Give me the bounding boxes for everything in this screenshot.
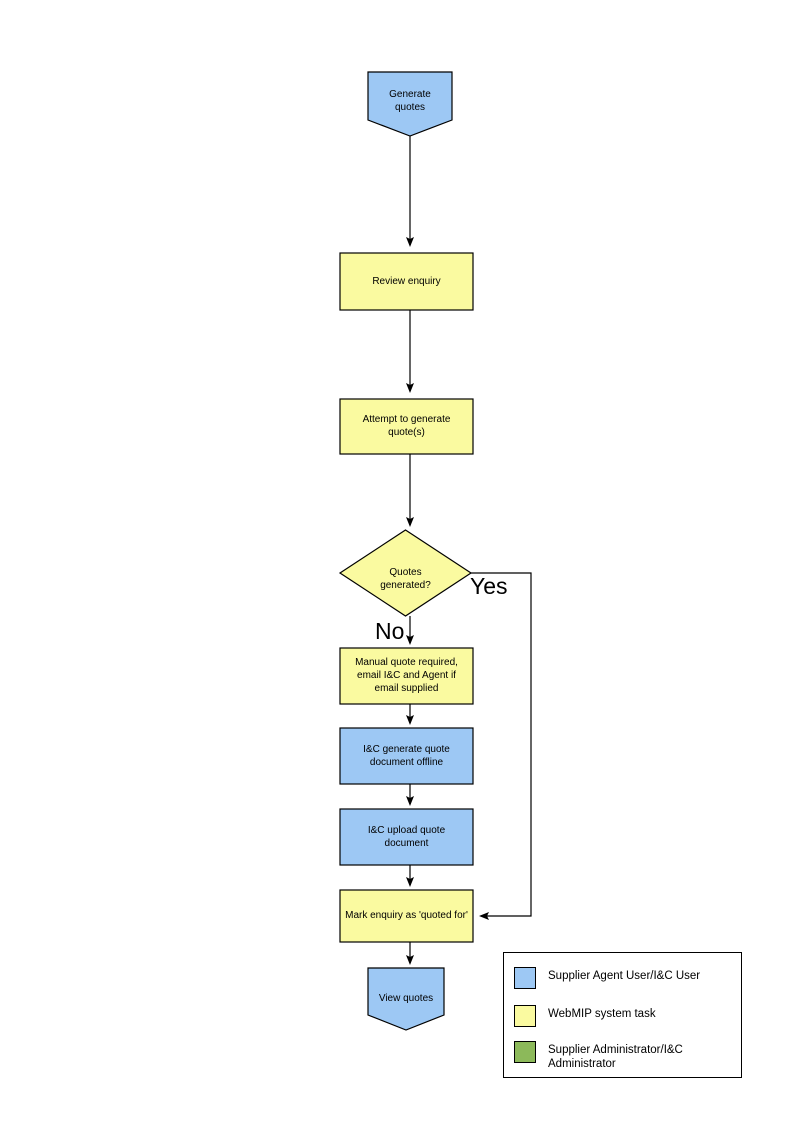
- node-ic-upload-quote-document[interactable]: [339, 808, 474, 866]
- legend-item-supplier-agent-user: Supplier Agent User/I&C User: [514, 967, 700, 989]
- node-mark-enquiry-quoted-for[interactable]: [339, 889, 474, 943]
- edge-label-no: No: [375, 618, 405, 644]
- node-attempt-generate-quote[interactable]: [339, 398, 474, 455]
- legend-label-supplier-agent-user: Supplier Agent User/I&C User: [548, 970, 701, 982]
- legend-swatch-green-icon: [514, 1041, 536, 1063]
- legend-label-webmip-system-task: WebMIP system task: [548, 1008, 656, 1020]
- node-ic-generate-quote-offline[interactable]: [339, 727, 474, 785]
- node-quotes-generated-decision[interactable]: [338, 529, 473, 617]
- node-view-quotes[interactable]: [367, 967, 445, 1031]
- legend-item-supplier-administrator: Supplier Administrator/I&C Administrator: [514, 1041, 683, 1071]
- legend: Supplier Agent User/I&C User WebMIP syst…: [503, 952, 742, 1078]
- legend-label-supplier-administrator: Supplier Administrator/I&C Administrator: [548, 1044, 683, 1070]
- node-generate-quotes[interactable]: [367, 71, 453, 137]
- node-review-enquiry[interactable]: [339, 252, 474, 311]
- node-manual-quote-required[interactable]: [339, 647, 474, 705]
- legend-swatch-blue-icon: [514, 967, 536, 989]
- legend-item-webmip-system-task: WebMIP system task: [514, 1005, 656, 1027]
- edge-label-yes: Yes: [470, 573, 508, 599]
- legend-swatch-yellow-icon: [514, 1005, 536, 1027]
- edge-decision-yes-to-mark: [471, 572, 532, 920]
